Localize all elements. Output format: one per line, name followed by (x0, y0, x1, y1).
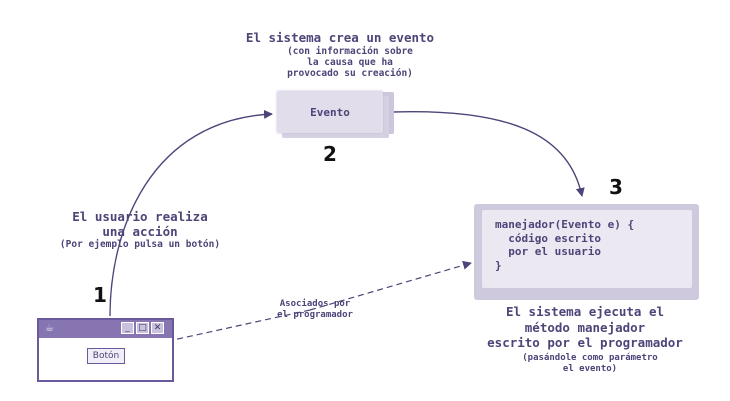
code-line: manejador(Evento e) { (495, 218, 635, 231)
step-number-3: 3 (609, 175, 623, 199)
code-line: } (495, 258, 502, 272)
user-action-example: (Por ejemplo pulsa un botón) (59, 239, 221, 250)
code-line: por el usuario (495, 245, 601, 258)
handler-code: manejador(Evento e) { código escrito por… (482, 210, 692, 288)
close-button[interactable]: ✕ (151, 322, 164, 334)
user-action-text: El usuario realiza una acción (72, 209, 208, 239)
java-cup-icon: ☕ (45, 323, 54, 334)
app-window: ☕ _ □ ✕ Botón (37, 318, 174, 382)
system-executes-text: El sistema ejecuta el método manejador e… (487, 304, 683, 350)
boton-button[interactable]: Botón (87, 348, 125, 364)
association-text: Asociados por el programador (277, 299, 353, 320)
system-executes-note: (pasándole como parámetro el evento) (522, 353, 658, 374)
minimize-button[interactable]: _ (121, 322, 134, 334)
step-number-1: 1 (93, 283, 107, 307)
system-creates-event-subtitle: (con información sobre la causa que ha p… (287, 46, 413, 79)
event-card: Evento (277, 91, 383, 133)
maximize-button[interactable]: □ (136, 322, 149, 334)
system-creates-event-title: El sistema crea un evento (245, 30, 435, 45)
arrow-user-to-event (109, 109, 273, 317)
window-title-bar[interactable]: ☕ _ □ ✕ (39, 320, 172, 338)
step-number-2: 2 (323, 142, 337, 166)
arrow-association-to-handler (309, 260, 472, 311)
code-line: código escrito (495, 231, 601, 245)
arrow-event-to-handler (391, 110, 585, 197)
